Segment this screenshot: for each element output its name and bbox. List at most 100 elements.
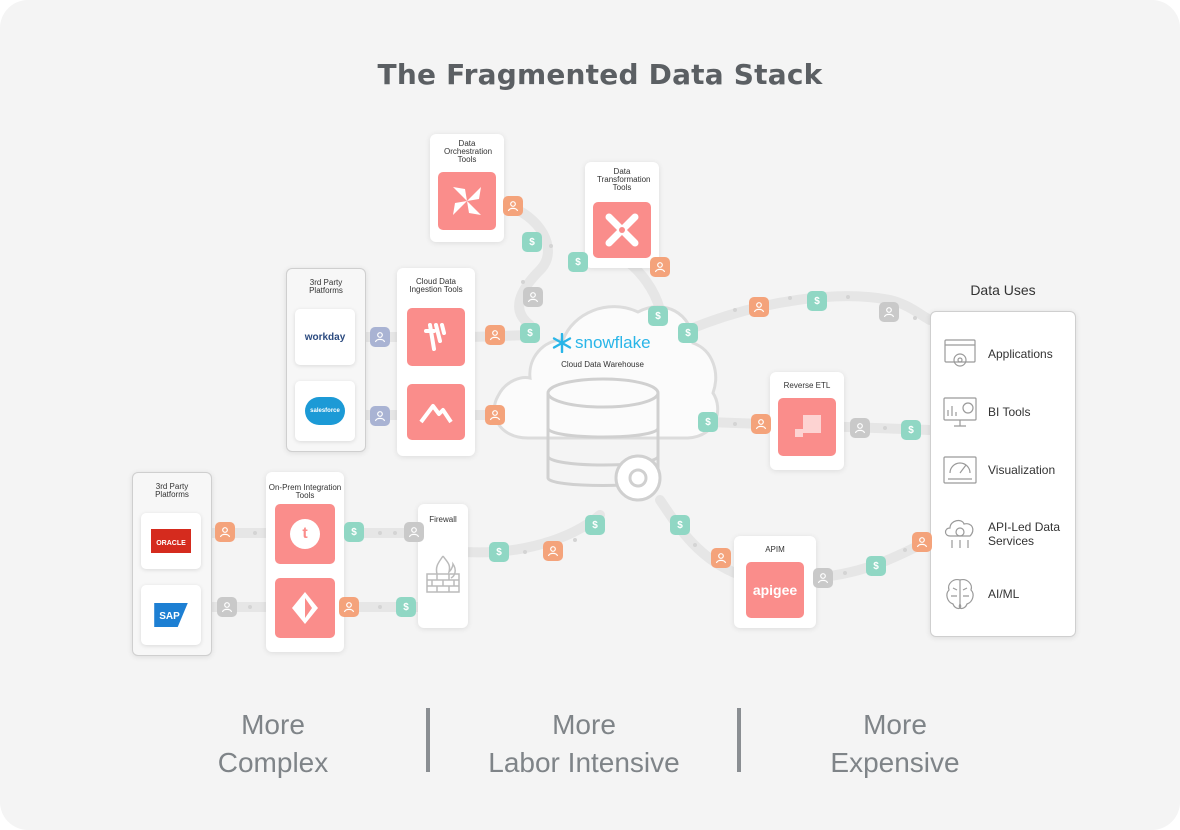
cost-marker: $ — [807, 291, 827, 311]
footer-line2: Labor Intensive — [488, 747, 680, 778]
airflow-logo-tile[interactable] — [438, 172, 496, 230]
person-marker — [711, 548, 731, 568]
orchestration-card: Data Orchestration Tools — [430, 134, 504, 242]
person-marker — [215, 522, 235, 542]
salesforce-logo[interactable]: salesforce — [295, 381, 355, 441]
orchestration-label: Data Orchestration Tools — [444, 139, 493, 164]
footer-line1: More — [552, 709, 616, 740]
person-marker — [813, 568, 833, 588]
cost-marker: $ — [866, 556, 886, 576]
person-marker — [485, 405, 505, 425]
oracle-logo[interactable]: ORACLE — [141, 513, 201, 569]
talend-circle-icon: t — [290, 519, 320, 549]
person-marker — [912, 532, 932, 552]
footer-line2: Expensive — [830, 747, 960, 778]
cloud-warehouse-graphic — [492, 305, 720, 502]
footer-divider — [737, 708, 741, 772]
apigee-logo-tile[interactable]: apigee — [746, 562, 804, 618]
apim-card: APIM apigee — [734, 536, 816, 628]
data-use-bi-tools[interactable]: BI Tools — [942, 394, 1072, 430]
person-marker — [543, 541, 563, 561]
transformation-card: Data Transformation Tools — [585, 162, 659, 268]
informatica-logo-tile[interactable] — [275, 578, 335, 638]
salesforce-cloud-icon: salesforce — [305, 397, 345, 425]
person-marker — [485, 325, 505, 345]
visualization-icon — [942, 452, 978, 488]
person-marker — [751, 414, 771, 434]
firewall-card: Firewall — [418, 504, 468, 628]
person-marker — [217, 597, 237, 617]
cost-marker: $ — [678, 323, 698, 343]
cost-marker: $ — [489, 542, 509, 562]
cost-marker: $ — [520, 323, 540, 343]
diagram-title: The Fragmented Data Stack — [377, 58, 823, 91]
footer-line1: More — [241, 709, 305, 740]
data-use-label: AI/ML — [988, 587, 1020, 601]
pinwheel-icon — [453, 187, 481, 215]
cost-marker: $ — [670, 515, 690, 535]
data-uses-panel — [930, 311, 1076, 637]
footer-line2: Complex — [217, 747, 329, 778]
person-marker — [879, 302, 899, 322]
sap-logo[interactable]: SAP — [141, 585, 201, 645]
fivetran-icon — [424, 323, 446, 351]
onprem-label: On-Prem Integration Tools — [268, 483, 342, 500]
data-uses-title: Data Uses — [970, 282, 1036, 298]
cost-marker: $ — [396, 597, 416, 617]
talend-logo-tile[interactable]: t — [275, 504, 335, 564]
person-marker — [523, 287, 543, 307]
applications-icon — [942, 336, 978, 372]
firewall-icon — [426, 555, 460, 593]
data-use-visualization[interactable]: Visualization — [942, 452, 1072, 488]
person-marker — [370, 327, 390, 347]
diamond-icon — [292, 592, 318, 624]
reverse-etl-label: Reverse ETL — [783, 381, 831, 390]
data-use-label: Applications — [988, 347, 1053, 361]
data-use-label: BI Tools — [988, 405, 1031, 419]
person-marker — [339, 597, 359, 617]
oracle-badge: ORACLE — [151, 529, 191, 553]
data-use-label: API-Led Data Services — [988, 520, 1061, 548]
workday-wordmark: workday — [304, 331, 346, 343]
fivetran-logo-tile[interactable] — [407, 308, 465, 366]
platforms-top-card: 3rd Party Platforms workday salesforce — [286, 268, 366, 452]
person-marker — [404, 522, 424, 542]
cost-marker: $ — [698, 412, 718, 432]
ai-ml-icon — [942, 576, 978, 612]
cost-marker: $ — [585, 515, 605, 535]
footer-line1: More — [863, 709, 927, 740]
transformation-label: Data Transformation Tools — [597, 167, 651, 192]
person-marker — [749, 297, 769, 317]
snowflake-wordmark: snowflake — [575, 333, 651, 352]
platforms-top-label: 3rd Party Platforms — [309, 278, 343, 295]
sap-badge: SAP — [154, 603, 188, 627]
warehouse-subtitle: Cloud Data Warehouse — [561, 360, 644, 369]
apim-label: APIM — [765, 545, 785, 554]
squares-icon — [795, 415, 821, 437]
salesforce-wordmark: salesforce — [310, 408, 340, 414]
data-use-ai-ml[interactable]: AI/ML — [942, 576, 1072, 612]
footer-expensive: More Expensive — [745, 706, 1045, 782]
ingestion-label: Cloud Data Ingestion Tools — [409, 277, 463, 294]
dbt-logo-tile[interactable] — [593, 202, 651, 258]
snowflake-icon — [552, 333, 572, 353]
dbt-cross-icon — [605, 213, 639, 247]
person-marker — [370, 406, 390, 426]
platforms-bottom-label: 3rd Party Platforms — [155, 482, 189, 499]
firewall-label: Firewall — [429, 515, 457, 524]
data-use-api-services[interactable]: API-Led Data Services — [942, 516, 1072, 552]
cost-marker: $ — [344, 522, 364, 542]
snowflake-logo[interactable]: snowflake — [552, 333, 651, 353]
ingestion-card: Cloud Data Ingestion Tools — [397, 268, 475, 456]
sap-wordmark: SAP — [159, 611, 180, 622]
hevo-logo-tile[interactable] — [407, 384, 465, 440]
person-marker — [650, 257, 670, 277]
data-use-applications[interactable]: Applications — [942, 336, 1072, 372]
workday-logo[interactable]: workday — [295, 309, 355, 365]
bi-tools-icon — [942, 394, 978, 430]
cost-marker: $ — [901, 420, 921, 440]
api-services-icon — [942, 516, 978, 552]
platforms-bottom-card: 3rd Party Platforms ORACLE SAP — [132, 472, 212, 656]
reverse-etl-logo-tile[interactable] — [778, 398, 836, 456]
footer-complex: More Complex — [123, 706, 423, 782]
